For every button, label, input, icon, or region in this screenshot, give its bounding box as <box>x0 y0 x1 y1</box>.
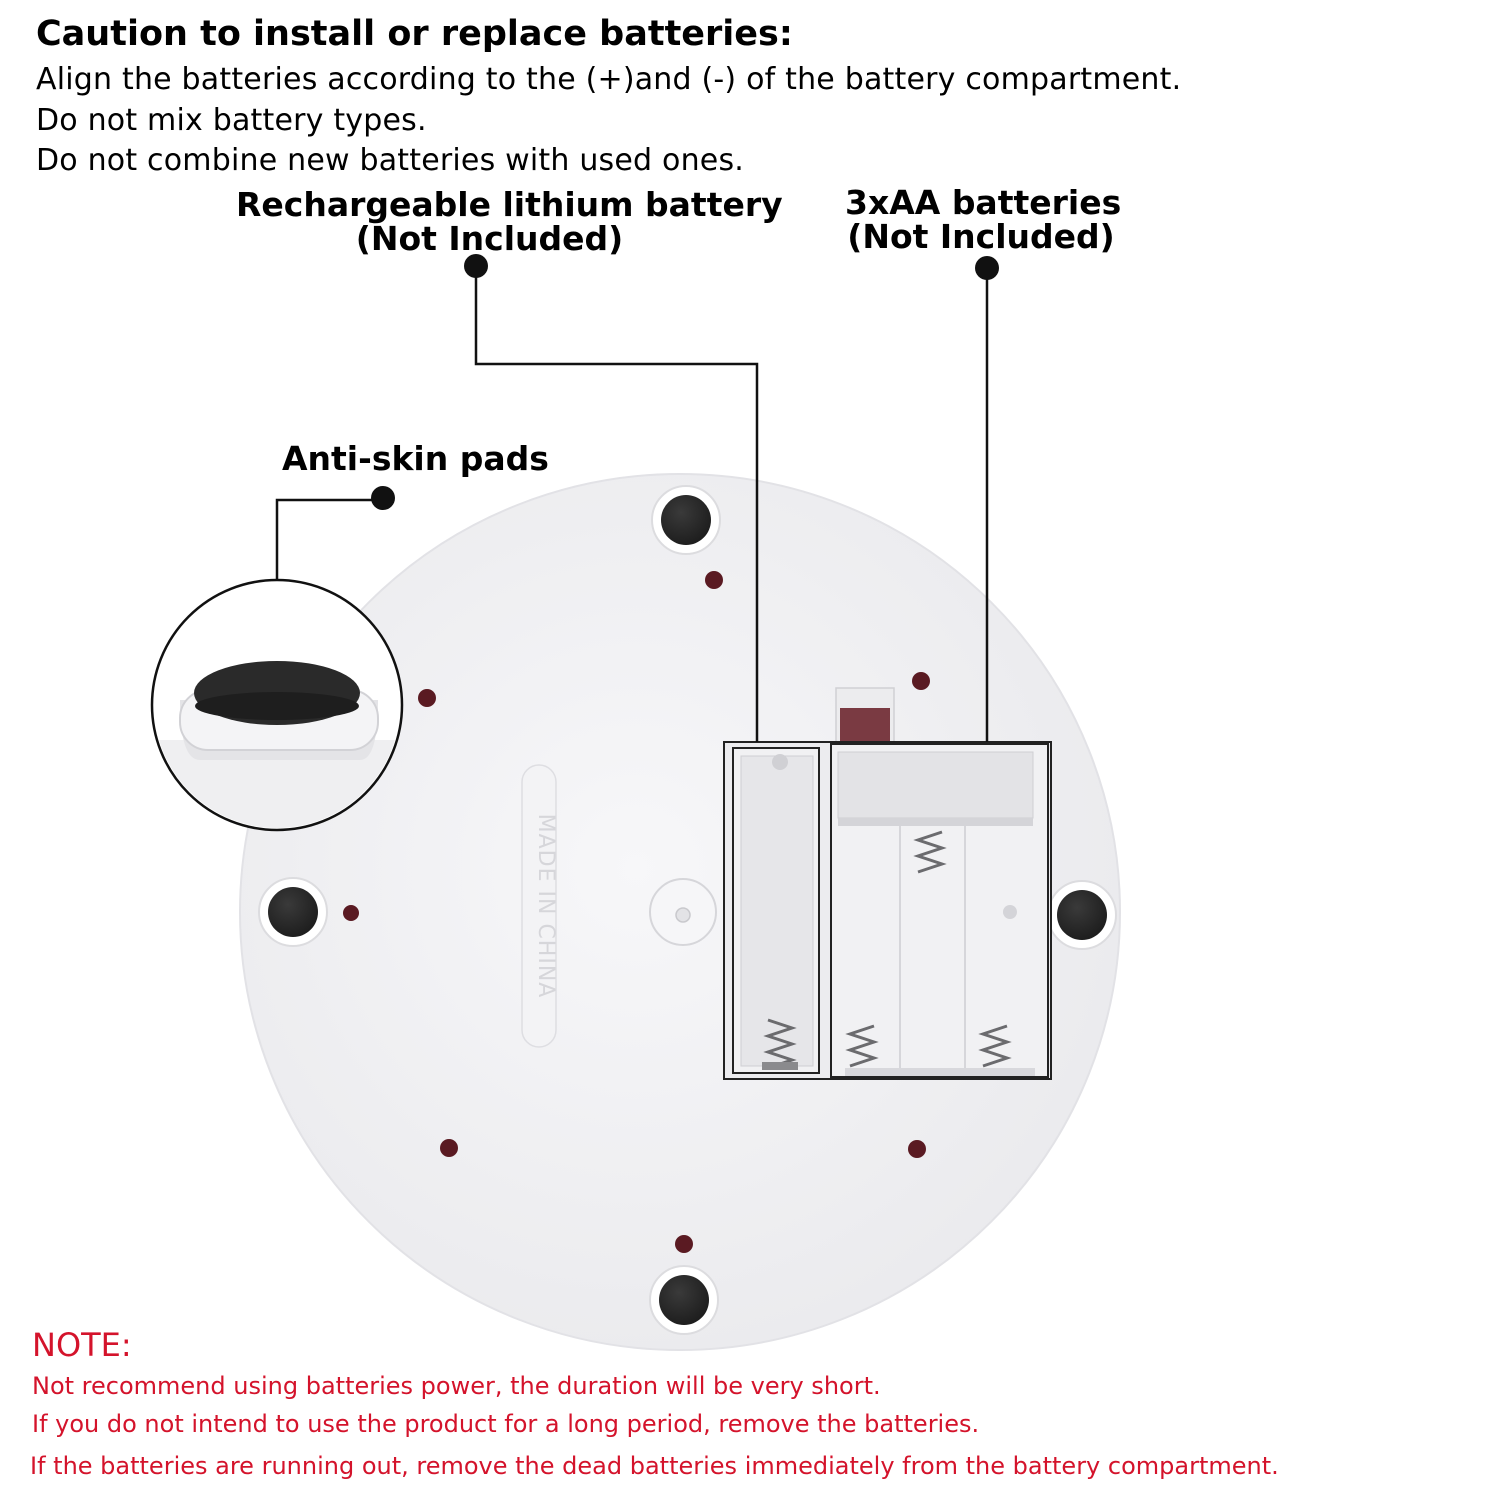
caution-line-1: Align the batteries according to the (+)… <box>36 62 1182 97</box>
leader-pads <box>275 498 383 580</box>
dot-pads <box>371 486 395 510</box>
leader-dots <box>371 254 999 510</box>
center-boss <box>649 878 717 946</box>
callout-aa: 3xAA batteries (Not Included) <box>845 183 1122 256</box>
callout-lithium-subtitle: (Not Included) <box>355 219 624 258</box>
pad-left <box>258 877 328 947</box>
callout-aa-title: 3xAA batteries <box>845 183 1122 222</box>
note-line-1: Not recommend using batteries power, the… <box>32 1372 881 1400</box>
callout-lithium-title: Rechargeable lithium battery <box>236 185 783 224</box>
note-line-3: If the batteries are running out, remove… <box>30 1452 1279 1480</box>
dot-lithium <box>464 254 488 278</box>
compartment-tab <box>835 687 895 745</box>
leader-lines <box>275 266 989 742</box>
note-title: NOTE: <box>32 1326 132 1364</box>
note-line-2: If you do not intend to use the product … <box>32 1410 980 1438</box>
dot-aa <box>975 256 999 280</box>
callout-pads: Anti-skin pads <box>282 439 549 478</box>
pad-top <box>651 485 721 555</box>
pad-magnifier <box>150 578 404 832</box>
caution-line-3: Do not combine new batteries with used o… <box>36 143 745 178</box>
screw-holes <box>343 571 930 1253</box>
pad-right <box>1047 880 1117 950</box>
callout-lithium: Rechargeable lithium battery (Not Includ… <box>236 185 783 256</box>
leader-lithium <box>474 266 759 742</box>
embossed-text: MADE IN CHINA <box>533 814 558 999</box>
caution-title: Caution to install or replace batteries: <box>36 14 793 54</box>
made-in-china-emboss: MADE IN CHINA <box>521 764 558 1048</box>
lithium-battery-slot <box>732 747 820 1074</box>
caution-line-2: Do not mix battery types. <box>36 103 427 138</box>
callout-aa-subtitle: (Not Included) <box>847 217 1115 256</box>
pad-bottom <box>649 1265 719 1335</box>
aa-battery-slot <box>830 743 1049 1078</box>
